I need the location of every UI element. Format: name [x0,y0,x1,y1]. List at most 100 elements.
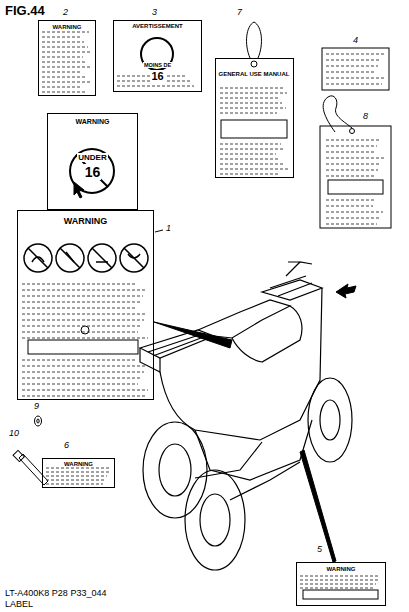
warning-label: WARNING [42,458,115,488]
text-row [42,47,88,48]
text-row [46,472,109,473]
text-row [46,484,103,485]
tag-string [323,96,352,132]
text-row [220,174,279,175]
label-text: AVERTISSEMENT [131,23,184,29]
label-text: GENERAL USE MANUAL [218,71,291,77]
text-row [220,103,282,104]
text-box [303,590,378,599]
warning-label: AVERTISSEMENT MOINS DE 16 [113,20,202,92]
text-row [300,580,378,581]
label-card [320,126,391,228]
text-row [22,290,146,291]
text-row [42,82,90,83]
text-row [220,88,283,89]
text-row [42,32,89,33]
callout-number: 3 [151,8,158,17]
text-row [22,332,138,333]
text-row [300,576,380,577]
text-row [326,212,383,213]
text-row [42,67,91,68]
text-row [326,72,375,73]
prohibition-circle [141,38,173,70]
text-row [22,326,141,327]
text-row [326,146,377,147]
label-text: WARNING [63,461,94,467]
callout-number: 1 [165,224,172,233]
figure-caption: LT-A400K8 P28 P33_044 [4,589,107,598]
label-text: WARNING [75,118,111,125]
callout-number: 5 [316,545,323,554]
text-row [220,93,287,94]
warning-label: WARNING [38,20,96,96]
text-row [326,152,374,153]
bullet-mark [81,326,89,334]
text-row [326,158,384,159]
text-row [46,480,105,481]
label-text: MOINS DE [143,62,172,68]
text-row [42,72,82,73]
figure-name: LABEL [4,600,34,609]
text-row [326,78,385,79]
text-row [326,224,377,225]
text-row [22,302,140,303]
text-row [22,338,148,339]
figure-title: FIG.44 [4,4,46,17]
label-text: WARNING [63,216,109,226]
text-box [221,120,287,138]
text-row [326,140,380,141]
text-row [22,296,143,297]
leader-line [155,230,163,232]
text-row [326,54,384,55]
text-row [46,476,107,477]
table-box [328,180,383,194]
text-row [220,98,278,99]
text-row [22,314,147,315]
text-row [220,144,281,145]
label-text: UNDER [77,153,107,162]
text-row [220,154,276,155]
text-row [42,52,92,53]
callout-number: 9 [33,402,40,411]
label-card [322,48,389,90]
text-row [326,84,382,85]
text-row [42,42,84,43]
text-row [22,366,147,367]
tag-hole [350,129,355,134]
tag-loop [247,22,262,58]
text-row [22,390,148,391]
text-row [22,378,141,379]
label-text: WARNING [326,566,357,572]
arrow-icon [74,182,84,198]
washer-hole [37,419,39,423]
tag-hole [251,61,257,67]
bolt-head [13,450,24,461]
forward-arrow [336,284,356,298]
text-row [300,584,376,585]
label-text: 16 [150,70,164,82]
text-row [22,284,136,285]
text-row [326,176,375,177]
text-row [117,86,194,87]
warning-label: WARNING [17,210,154,400]
text-row [42,77,86,78]
text-row [220,169,288,170]
text-row [220,113,277,114]
text-row [220,159,280,160]
text-row [22,396,145,397]
text-row [326,206,373,207]
text-row [326,170,378,171]
pictograms [24,244,148,272]
text-row [42,92,85,93]
text-row [220,149,285,150]
text-row [22,320,144,321]
text-row [42,87,81,88]
text-row [300,588,374,589]
leader-wedge [300,450,336,562]
callout-number: 10 [8,429,20,438]
text-row [220,108,286,109]
warning-label: WARNING [296,562,386,606]
text-row [22,372,144,373]
